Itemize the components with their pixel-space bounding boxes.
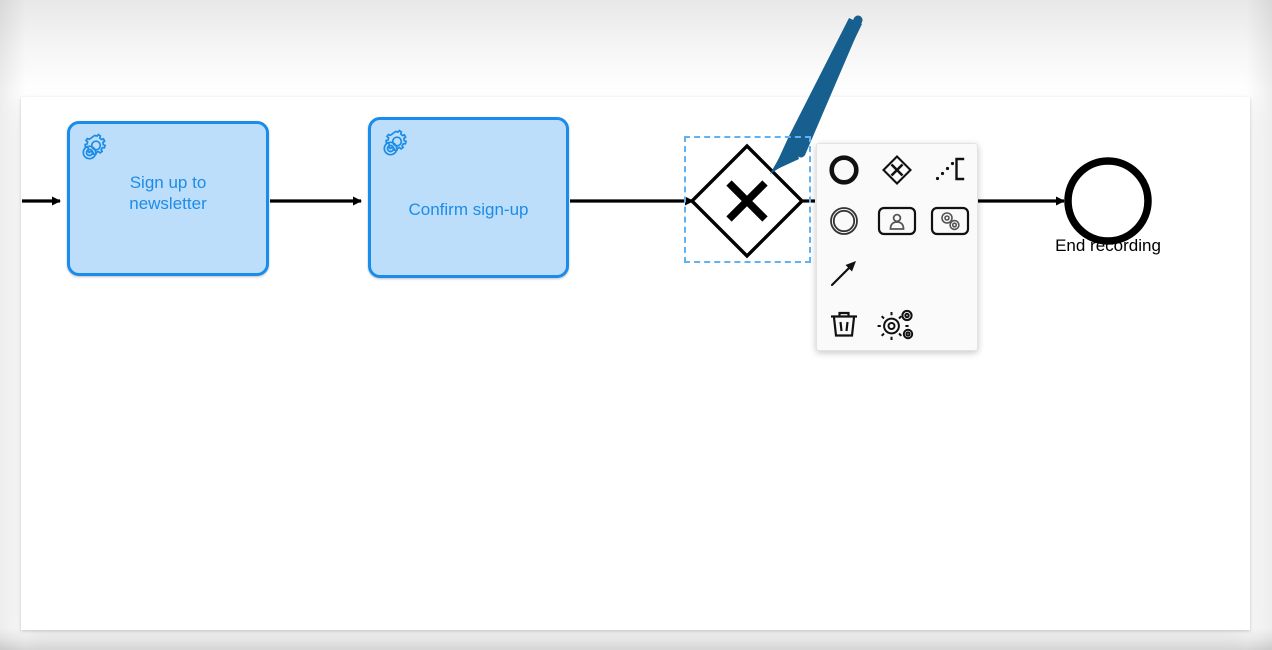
connect-arrow-icon xyxy=(827,256,861,290)
context-pad-append-end-event[interactable] xyxy=(817,144,870,196)
context-pad-spacer xyxy=(924,299,977,351)
bpmn-task-confirm-sign-up[interactable]: Confirm sign-up xyxy=(368,117,569,278)
context-pad-change-type[interactable] xyxy=(870,299,923,351)
end-event-icon xyxy=(827,153,861,187)
bpmn-task-sign-up-to-newsletter[interactable]: Sign up to newsletter xyxy=(67,121,269,276)
context-pad-spacer xyxy=(924,247,977,299)
context-pad-connect[interactable] xyxy=(817,247,870,299)
context-pad-append-service-task[interactable] xyxy=(924,196,977,248)
gears-icon xyxy=(877,307,917,341)
user-task-icon xyxy=(877,205,917,237)
context-pad-delete[interactable] xyxy=(817,299,870,351)
service-task-icon xyxy=(930,205,970,237)
context-pad-append-gateway[interactable] xyxy=(870,144,923,196)
gateway-icon xyxy=(880,153,914,187)
service-task-gears-icon xyxy=(380,127,414,161)
context-pad-append-user-task[interactable] xyxy=(870,196,923,248)
trash-icon xyxy=(827,307,861,341)
intermediate-event-icon xyxy=(827,204,861,238)
service-task-gears-icon xyxy=(79,131,113,165)
context-pad-spacer xyxy=(870,247,923,299)
context-pad-append-intermediate-event[interactable] xyxy=(817,196,870,248)
text-annotation-icon xyxy=(933,153,967,187)
context-pad[interactable] xyxy=(816,143,978,351)
task-label: Sign up to newsletter xyxy=(129,173,207,213)
task-label: Confirm sign-up xyxy=(408,200,529,219)
gateway-selection-outline[interactable] xyxy=(684,136,811,263)
context-pad-append-text-annotation[interactable] xyxy=(924,144,977,196)
end-event-label: End recording xyxy=(1055,236,1161,255)
